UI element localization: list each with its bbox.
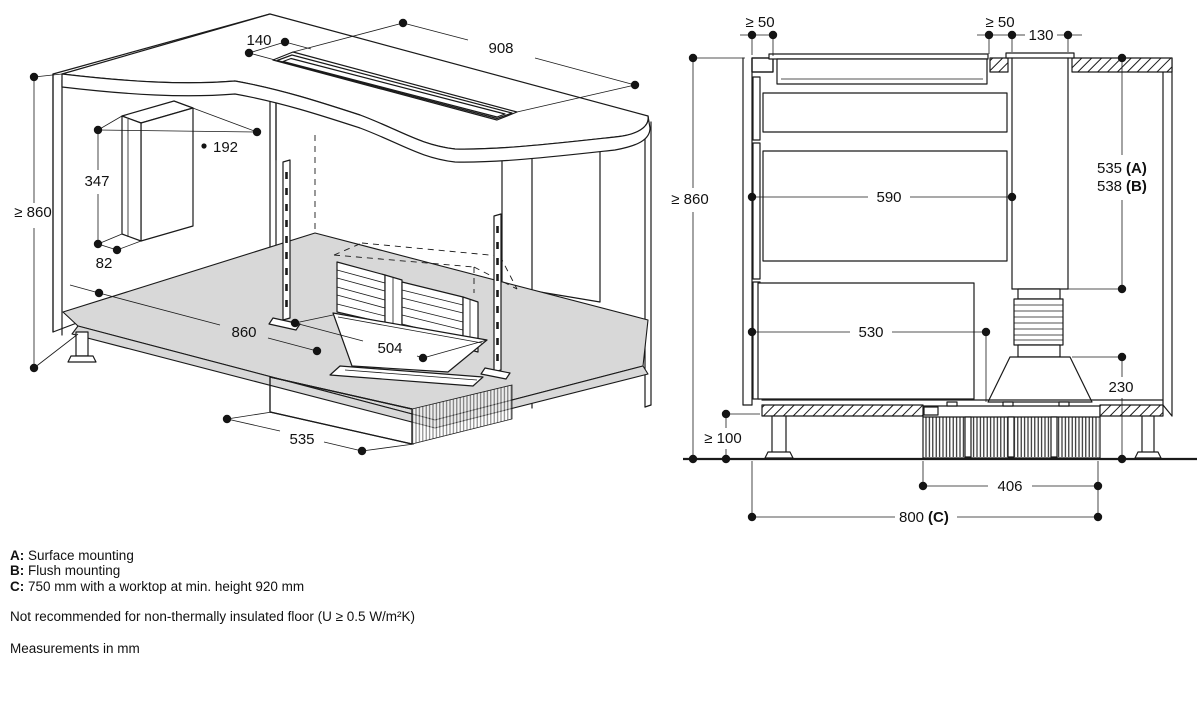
dim-label-floor-duct-width: 406 bbox=[997, 478, 1022, 495]
drawer-upper bbox=[762, 92, 1008, 133]
isometric-view: ≥ 860 140 908 192 bbox=[14, 13, 652, 456]
dim-label-min-height-right: ≥ 860 bbox=[671, 191, 708, 208]
dim-label-slot-offset: 140 bbox=[246, 32, 271, 49]
dim-label-box-width: 192 bbox=[213, 139, 238, 156]
flexible-hose bbox=[1013, 288, 1064, 358]
drawer-middle bbox=[762, 150, 1008, 262]
worktop bbox=[61, 13, 651, 163]
section-transition-funnel bbox=[987, 356, 1093, 403]
dim-label-clearance-left: ≥ 50 bbox=[745, 14, 774, 31]
note-units: Measurements in mm bbox=[10, 640, 140, 656]
dimension-lines-left: ≥ 860 140 908 192 bbox=[14, 18, 640, 456]
dim-label-depth-surface: 535(A) bbox=[1097, 160, 1147, 177]
vertical-duct bbox=[1005, 52, 1075, 290]
dim-label-box-depth: 82 bbox=[96, 255, 113, 272]
cabinet-foot bbox=[67, 331, 97, 363]
dim-label-slot-length: 908 bbox=[488, 40, 513, 57]
note-b: B: Flush mounting bbox=[10, 563, 121, 579]
dim-label-box-height: 347 bbox=[84, 173, 109, 190]
mounting-rail-right bbox=[480, 213, 511, 380]
drawer-lower bbox=[757, 282, 975, 400]
notes-block: A: Surface mounting B: Flush mounting C:… bbox=[10, 548, 770, 656]
section-underfloor-duct bbox=[922, 401, 1101, 459]
dim-label-clearance-right: ≥ 50 bbox=[985, 14, 1014, 31]
section-foot-left bbox=[764, 415, 794, 459]
wall-blower-box bbox=[121, 100, 194, 242]
dimension-lines-right: ≥ 50 ≥ 50 130 ≥ 860 590 bbox=[671, 14, 1147, 526]
section-foot-right bbox=[1134, 415, 1162, 459]
dim-label-depth-flush: 538(B) bbox=[1097, 178, 1147, 195]
section-right-wall bbox=[1162, 57, 1173, 417]
note-insulation: Not recommended for non-thermally insula… bbox=[10, 609, 416, 625]
note-a: A: Surface mounting bbox=[10, 548, 134, 563]
section-view: ≥ 50 ≥ 50 130 ≥ 860 590 bbox=[671, 14, 1197, 526]
cooktop bbox=[768, 53, 989, 85]
note-c: C: 750 mm with a worktop at min. height … bbox=[10, 578, 305, 594]
transition-funnel bbox=[329, 312, 488, 387]
dim-label-min-height-left: ≥ 860 bbox=[14, 204, 51, 221]
dim-label-lower-interior-width: 530 bbox=[858, 324, 883, 341]
dim-label-floor-run: 860 bbox=[231, 324, 256, 341]
plinth bbox=[761, 399, 1164, 417]
dim-label-plinth-clearance: ≥ 100 bbox=[704, 430, 741, 447]
dim-label-interior-width: 590 bbox=[876, 189, 901, 206]
dim-label-floor-duct-length: 535 bbox=[289, 431, 314, 448]
dim-label-collar-width: 130 bbox=[1028, 27, 1053, 44]
drawers bbox=[757, 92, 1008, 400]
technical-drawing-canvas: ≥ 860 140 908 192 bbox=[14, 13, 1197, 526]
mounting-rail-left bbox=[268, 159, 301, 331]
dim-label-overall-width: 800(C) bbox=[899, 509, 949, 526]
dim-label-transition-height: 230 bbox=[1108, 379, 1133, 396]
dim-label-transition-width: 504 bbox=[377, 340, 402, 357]
